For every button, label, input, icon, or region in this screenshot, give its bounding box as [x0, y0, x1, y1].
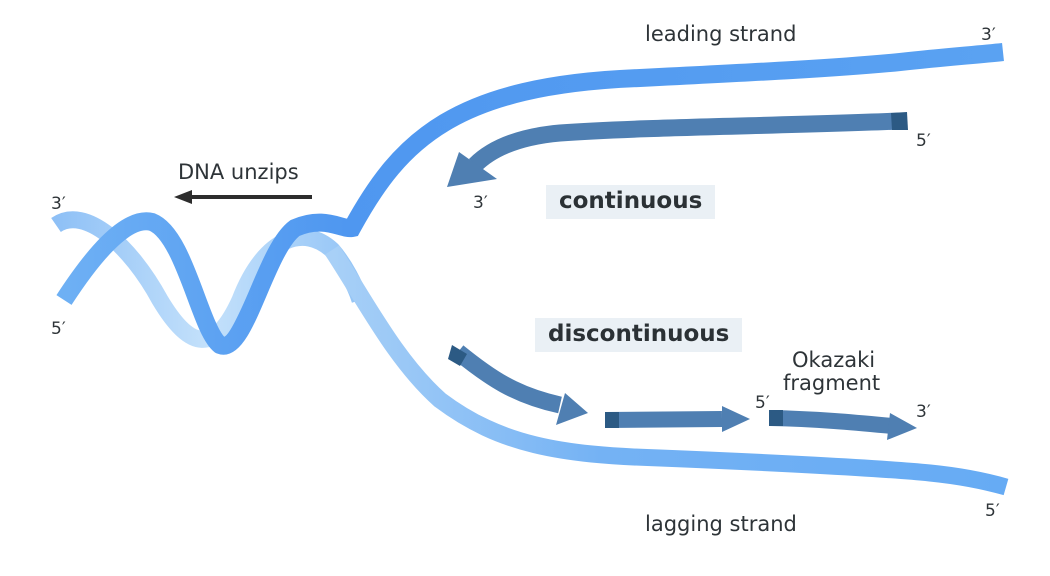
- okazaki-3-prime: 3′: [916, 402, 931, 422]
- helix-left-3-prime: 3′: [51, 194, 66, 214]
- okazaki-label-line1: Okazaki: [792, 348, 876, 372]
- dna-unzips-label: DNA unzips: [178, 160, 299, 184]
- okazaki-fragment-1: [448, 345, 588, 425]
- continuous-tag: continuous: [546, 185, 716, 219]
- leading-new-5-prime: 5′: [916, 131, 931, 151]
- okazaki-label-line2: fragment: [783, 371, 881, 395]
- leading-parent-strand: [56, 43, 1004, 355]
- leading-new-strand-5-cap: [891, 112, 908, 130]
- okazaki-fragment-2: [605, 406, 750, 432]
- okazaki-5-prime: 5′: [755, 393, 770, 413]
- leading-new-3-prime: 3′: [473, 193, 488, 213]
- discontinuous-tag: discontinuous: [535, 318, 743, 352]
- lagging-bottom-5-prime: 5′: [985, 501, 1000, 521]
- lagging-parent-strand: [324, 245, 1009, 496]
- leading-new-strand-arrowhead: [447, 152, 497, 187]
- leading-top-3-prime: 3′: [981, 25, 996, 45]
- dna-unzips-arrow: [174, 190, 312, 204]
- helix-left-5-prime: 5′: [51, 319, 66, 339]
- leading-new-strand: [447, 112, 908, 187]
- lagging-strand-label: lagging strand: [645, 512, 797, 536]
- okazaki-fragment-3: [769, 410, 917, 440]
- leading-strand-label: leading strand: [645, 22, 797, 46]
